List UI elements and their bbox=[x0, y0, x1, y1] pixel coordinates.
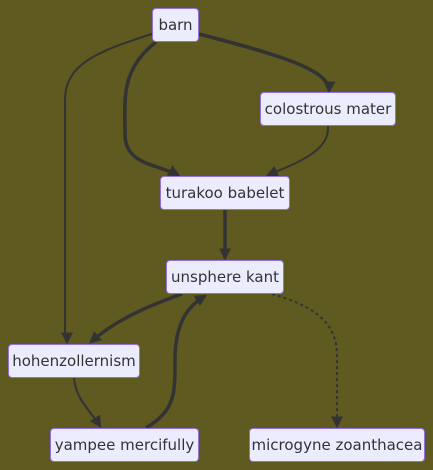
edge-colostrous-mater-to-turakoo-babelet bbox=[265, 125, 330, 177]
edge-hohenzollernism-to-yampee-mercifully bbox=[73, 377, 102, 429]
edge-barn-to-turakoo-babelet bbox=[123, 40, 181, 177]
node-hohenzollernism[interactable]: hohenzollernism bbox=[8, 344, 140, 378]
edge-unsphere-kant-to-hohenzollernism bbox=[89, 292, 183, 344]
node-unsphere-kant[interactable]: unsphere kant bbox=[166, 260, 284, 294]
node-turakoo-babelet[interactable]: turakoo babelet bbox=[160, 176, 290, 210]
node-colostrous-mater[interactable]: colostrous mater bbox=[260, 92, 396, 126]
edge-unsphere-kant-to-microgyne-zoanthacea bbox=[271, 293, 343, 429]
node-barn[interactable]: barn bbox=[152, 8, 199, 42]
edge-barn-to-colostrous-mater bbox=[198, 32, 336, 94]
edge-barn-to-hohenzollernism bbox=[60, 33, 153, 345]
edge-yampee-mercifully-to-unsphere-kant bbox=[145, 294, 208, 430]
node-yampee-mercifully[interactable]: yampee mercifully bbox=[50, 428, 199, 462]
node-microgyne-zoanthacea[interactable]: microgyne zoanthacea bbox=[249, 428, 425, 462]
